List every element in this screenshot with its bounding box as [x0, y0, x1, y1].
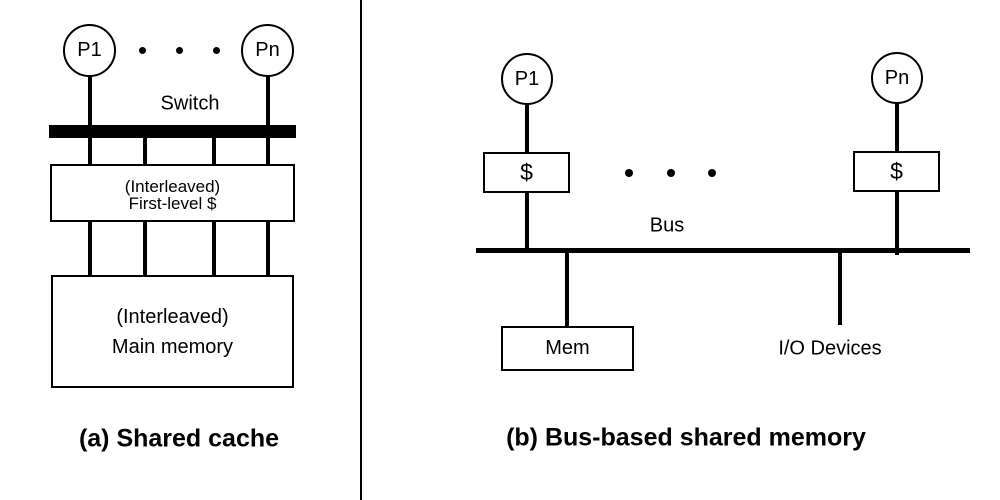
panel-b-processor-pn-circle: Pn — [871, 52, 923, 104]
switch-bar — [49, 125, 296, 138]
l1-to-memory-line — [87, 220, 92, 276]
panel-b-ellipsis-dot — [625, 168, 633, 177]
cache-box-left: $ — [483, 152, 570, 193]
pn-to-switch-line — [265, 75, 270, 127]
l1-to-memory-line — [265, 220, 270, 276]
panel-b-ellipsis-dot — [708, 168, 716, 177]
pn-to-cache-line — [895, 102, 899, 153]
switch-label: Switch — [160, 92, 220, 115]
cache-right-to-bus-line — [895, 190, 899, 255]
mem-label: Mem — [545, 337, 590, 359]
caption-shared-cache: (a) Shared cache — [78, 424, 280, 453]
panel-b-processor-p1-label: P1 — [514, 67, 540, 90]
switch-to-l1-line — [211, 136, 216, 166]
main-memory-box: (Interleaved) Main memory — [51, 275, 294, 388]
p1-to-switch-line — [87, 75, 92, 127]
main-memory-line1: (Interleaved) — [116, 305, 229, 328]
panel-a-processor-pn-circle: Pn — [241, 24, 294, 77]
switch-to-l1-line — [87, 136, 92, 166]
io-devices-label: I/O Devices — [778, 337, 882, 360]
l1-to-memory-line — [211, 220, 216, 276]
panel-b-ellipsis-dot — [667, 168, 675, 177]
cache-box-right: $ — [853, 151, 940, 192]
bus-to-mem-line — [565, 251, 569, 327]
panel-a-ellipsis-dot — [175, 46, 183, 54]
panel-a-processor-p1-label: P1 — [77, 39, 102, 61]
caption-bus-based-shared-memory: (b) Bus-based shared memory — [506, 423, 866, 452]
first-level-cache-line1: (Interleaved) — [124, 177, 221, 196]
switch-to-l1-line — [143, 136, 147, 166]
bus-line — [476, 248, 970, 253]
mem-box: Mem — [501, 326, 634, 371]
l1-to-memory-line — [143, 220, 147, 276]
cache-right-symbol: $ — [890, 158, 903, 184]
first-level-cache-box: (Interleaved) First-level $ — [50, 164, 295, 222]
bus-label: Bus — [649, 214, 685, 237]
p1-to-cache-line — [525, 103, 529, 154]
switch-to-l1-line — [265, 136, 270, 166]
panel-b-processor-pn-label: Pn — [884, 66, 910, 89]
cache-left-symbol: $ — [520, 159, 533, 185]
panel-a-processor-p1-circle: P1 — [63, 24, 116, 77]
cache-left-to-bus-line — [525, 191, 529, 250]
main-memory-line2: Main memory — [111, 335, 234, 358]
panel-divider-line — [359, 0, 362, 500]
panel-a-processor-pn-label: Pn — [255, 39, 280, 61]
bus-to-io-line — [838, 251, 842, 325]
panel-a-ellipsis-dot — [138, 46, 146, 54]
panel-a-ellipsis-dot — [212, 46, 220, 54]
first-level-cache-line2: First-level $ — [128, 193, 217, 213]
panel-b-processor-p1-circle: P1 — [501, 53, 553, 105]
